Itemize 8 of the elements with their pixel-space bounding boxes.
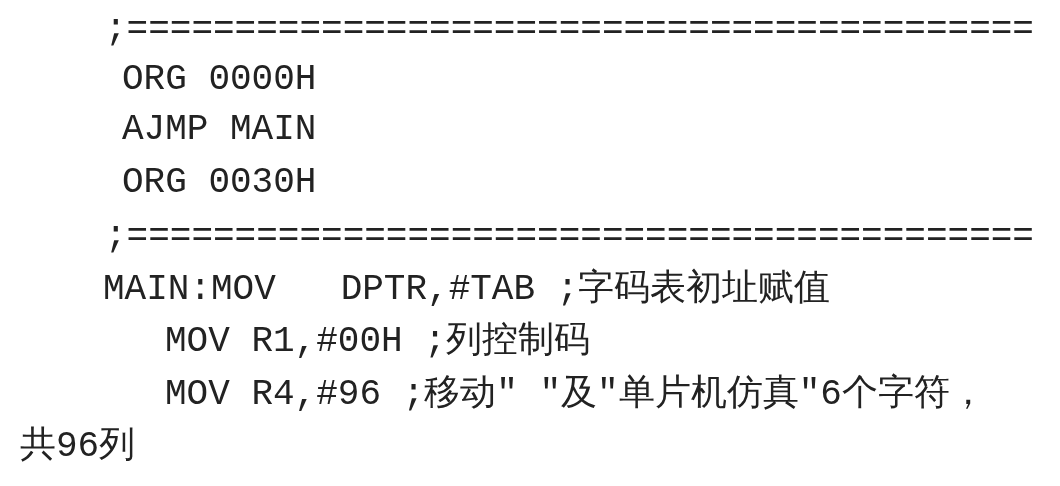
code-line: ORG 0030H	[122, 161, 317, 205]
code-line: MAIN:MOV DPTR,#TAB ;字码表初址赋值	[103, 267, 831, 312]
code-line: MOV R4,#96 ;移动" "及"单片机仿真"6个字符，共96列	[20, 372, 987, 469]
code-line: ORG 0000H	[122, 58, 317, 102]
code-line: AJMP MAIN	[122, 108, 317, 152]
code-line: MOV R1,#00H ;列控制码	[165, 320, 590, 364]
separator-comment: ;==========================================	[105, 8, 1034, 52]
separator-comment: ;==========================================	[105, 215, 1034, 259]
